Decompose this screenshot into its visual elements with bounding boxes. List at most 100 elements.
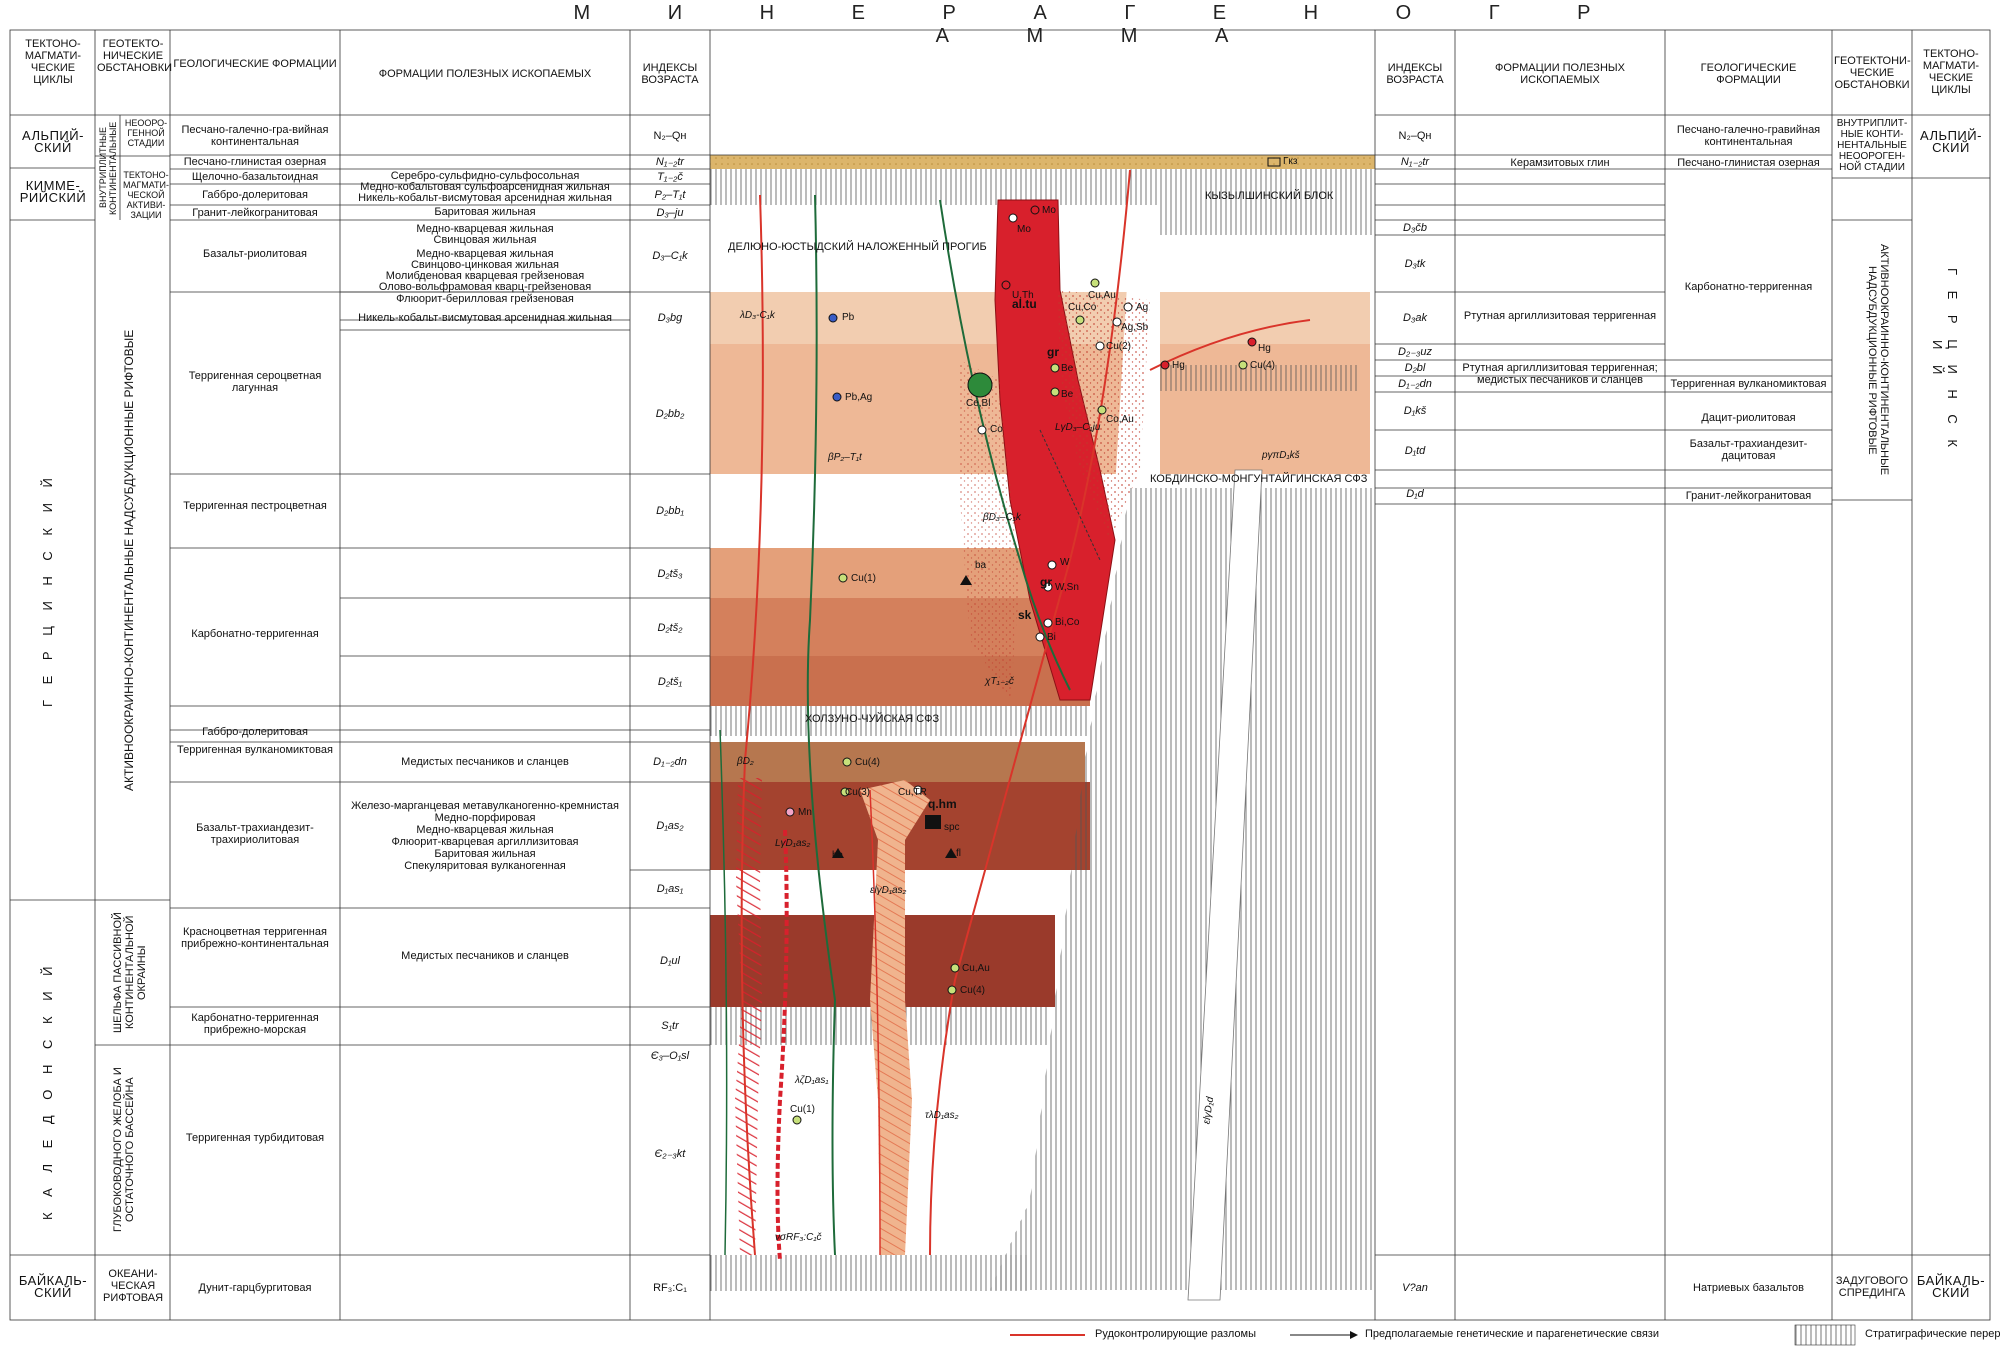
ba-symbol-1 bbox=[960, 575, 972, 585]
point-hg-1 bbox=[1247, 337, 1257, 347]
label-gr-2: gr bbox=[1040, 575, 1052, 589]
header-cycles-right: ТЕКТОНО-МАГМАТИ-ЧЕСКИЕ ЦИКЛЫ bbox=[1922, 48, 1980, 96]
geo-right-6: Гранит-лейкогранитовая bbox=[1685, 490, 1812, 502]
age-left-15: D₁ul bbox=[660, 955, 680, 967]
cycle-cimmerian-left: КИММЕ-РИЙСКИЙ bbox=[19, 178, 87, 205]
setting-oceanic-left: ОКЕАНИ-ЧЕСКАЯ РИФТОВАЯ bbox=[102, 1268, 164, 1304]
age-right-3: D₃tk bbox=[1404, 258, 1426, 270]
cycle-alpine-right: АЛЬПИЙ-СКИЙ bbox=[1920, 128, 1982, 155]
point-agsb bbox=[1112, 317, 1122, 327]
setting-backarc-right: ЗАДУГОВОГО СПРЕДИНГА bbox=[1835, 1275, 1909, 1299]
cycle-hercynian-left: Г Е Р Ц И Н С К И Й bbox=[40, 472, 55, 708]
point-bi bbox=[1035, 632, 1045, 642]
age-left-4: D₃–ju bbox=[656, 207, 684, 219]
band-d2ts2 bbox=[710, 598, 1090, 656]
mineral-label-10: Co,Au bbox=[1106, 414, 1134, 425]
mineral-label-14: Pb,Ag bbox=[845, 392, 873, 403]
mineral-label-18: W bbox=[1060, 557, 1070, 568]
dyke-2 bbox=[860, 780, 930, 1255]
point-coau bbox=[1097, 405, 1107, 415]
age-right-9: D₁td bbox=[1404, 445, 1426, 457]
label-al-tu: al.tu bbox=[1012, 297, 1037, 311]
point-mn bbox=[785, 807, 795, 817]
point-uth bbox=[1001, 280, 1011, 290]
age-right-10: D₁d bbox=[1406, 488, 1424, 500]
mineral-hercynian-1: Свинцовая жильная bbox=[433, 234, 537, 246]
mineral-cimmerian-2: Никель-кобальт-висмутовая арсенидная жил… bbox=[358, 192, 612, 204]
age-right-5: D₂₋₃uz bbox=[1398, 346, 1432, 358]
setting-activation-left: ТЕКТОНО-МАГМАТИ-ЧЕСКОЙ АКТИВИ-ЗАЦИИ bbox=[123, 170, 169, 220]
age-left-10: D₂tš₂ bbox=[657, 622, 683, 634]
mineral-label-29: Cu(1) bbox=[790, 1104, 816, 1115]
geo-formation-left-2: Щелочно-базальтоидная bbox=[191, 171, 319, 183]
ba-symbol-2 bbox=[832, 848, 844, 858]
mineral-label-26: Cu,TR bbox=[898, 787, 927, 798]
gap-right-upper bbox=[1160, 205, 1375, 235]
band-d12dn bbox=[710, 742, 1085, 782]
setting-active-margin-right: АКТИВНООКРАИННО-КОНТИНЕНТАЛЬНЫЕ НАДСУБДУ… bbox=[1866, 244, 1890, 476]
legend-gaps: Стратиграфические перерывы bbox=[1865, 1328, 2000, 1340]
mineral-points bbox=[785, 205, 1257, 1125]
point-wsn bbox=[1043, 582, 1053, 592]
label-rgp-dks: pγπD₁kš bbox=[1262, 450, 1300, 461]
label-spc: spc bbox=[944, 822, 960, 833]
age-left-19: RF₃:C₁ bbox=[653, 1282, 687, 1294]
age-right-4: D₃ak bbox=[1403, 312, 1427, 324]
mineral-right-0: Керамзитовых глин bbox=[1510, 157, 1610, 169]
mineral-cimmerian-0: Серебро-сульфидно-сульфосольная bbox=[390, 170, 580, 182]
label-tl-das2: τλD₁as₂ bbox=[925, 1110, 959, 1121]
geo-formation-left-12: Красноцветная терригенная прибрежно-конт… bbox=[181, 926, 329, 950]
fault-4 bbox=[869, 789, 881, 1256]
label-ba-2: ba bbox=[832, 850, 844, 861]
mineral-label-8: Be bbox=[1061, 363, 1074, 374]
contact-aureole bbox=[1058, 290, 1150, 540]
point-cuco bbox=[1075, 315, 1085, 325]
mineral-basalt-0: Железо-марганцевая метавулканогенно-крем… bbox=[351, 800, 619, 812]
age-right-6: D₂bl bbox=[1404, 362, 1426, 374]
mineral-label-21: Bi bbox=[1047, 632, 1056, 643]
point-cu3 bbox=[840, 787, 850, 797]
mineral-label-19: W,Sn bbox=[1055, 582, 1079, 593]
point-cuau-b bbox=[950, 963, 960, 973]
geo-formation-left-9: Габбро-долеритовая bbox=[202, 726, 308, 738]
geo-formation-left-5: Базальт-риолитовая bbox=[203, 248, 307, 260]
point-cu4-b bbox=[842, 757, 852, 767]
label-ly-das2: LγD₁as₂ bbox=[775, 838, 811, 849]
header-geo-formations-left: ГЕОЛОГИЧЕСКИЕ ФОРМАЦИИ bbox=[173, 58, 337, 70]
mineral-label-22: Cu(1) bbox=[851, 573, 877, 584]
header-settings-right: ГЕОТЕКТОНИ-ЧЕСКИЕ ОБСТАНОВКИ bbox=[1834, 55, 1911, 91]
label-beta-pt: βP₂–T₁t bbox=[828, 452, 862, 463]
age-left-13: D₁as₂ bbox=[656, 820, 684, 832]
header-cycles-left: ТЕКТОНО-МАГМАТИ-ЧЕСКИЕ ЦИКЛЫ bbox=[24, 38, 82, 86]
link-1 bbox=[806, 194, 837, 1256]
mineral-cimmerian-1: Медно-кобальтовая сульфоарсенидная жильн… bbox=[360, 181, 610, 193]
mineral-label-28: Cu(4) bbox=[960, 985, 986, 996]
point-co bbox=[977, 425, 987, 435]
mineral-label-24: Mn bbox=[798, 807, 812, 818]
geo-right-4: Дацит-риолитовая bbox=[1701, 412, 1796, 424]
label-ly-dju: LγD₃–C₁ju bbox=[1055, 422, 1101, 433]
age-right-11: V?an bbox=[1402, 1282, 1428, 1294]
fault-3 bbox=[1149, 319, 1311, 371]
age-left-12: D₁₋₂dn bbox=[653, 756, 687, 768]
header-geo-formations-right: ГЕОЛОГИЧЕСКИЕ ФОРМАЦИИ bbox=[1700, 62, 1797, 86]
mineral-label-0: Mo bbox=[1017, 224, 1031, 235]
label-kyzylshin: КЫЗЫЛШИНСКИЙ БЛОК bbox=[1205, 190, 1334, 202]
age-right-7: D₁₋₂dn bbox=[1398, 378, 1432, 390]
age-left-9: D₂tš₃ bbox=[657, 568, 683, 580]
geo-formation-left-11: Базальт-трахиандезит-трахириолитовая bbox=[196, 822, 314, 846]
mineral-hercynian-0: Медно-кварцевая жильная bbox=[416, 223, 554, 235]
point-be-2 bbox=[1050, 387, 1060, 397]
mineral-label-3: Cu,Au bbox=[1088, 290, 1116, 301]
label-kobdin: КОБДИНСКО-МОНГУНТАЙГИНСКАЯ СФЗ bbox=[1150, 473, 1368, 485]
point-hg-2 bbox=[1160, 360, 1170, 370]
mineral-basalt-3: Флюорит-кварцевая аргиллизитовая bbox=[391, 836, 579, 848]
dyke-3 bbox=[775, 829, 789, 1261]
mineral-label-5: Ag bbox=[1136, 302, 1149, 313]
spc-symbol bbox=[925, 815, 941, 829]
mineral-label-17: Cu(4) bbox=[1250, 360, 1276, 371]
legend-gap-swatch bbox=[1794, 1324, 1856, 1346]
age-left-17: Є₃–O₁sl bbox=[650, 1050, 690, 1062]
legend-link-arrow bbox=[1350, 1331, 1358, 1339]
